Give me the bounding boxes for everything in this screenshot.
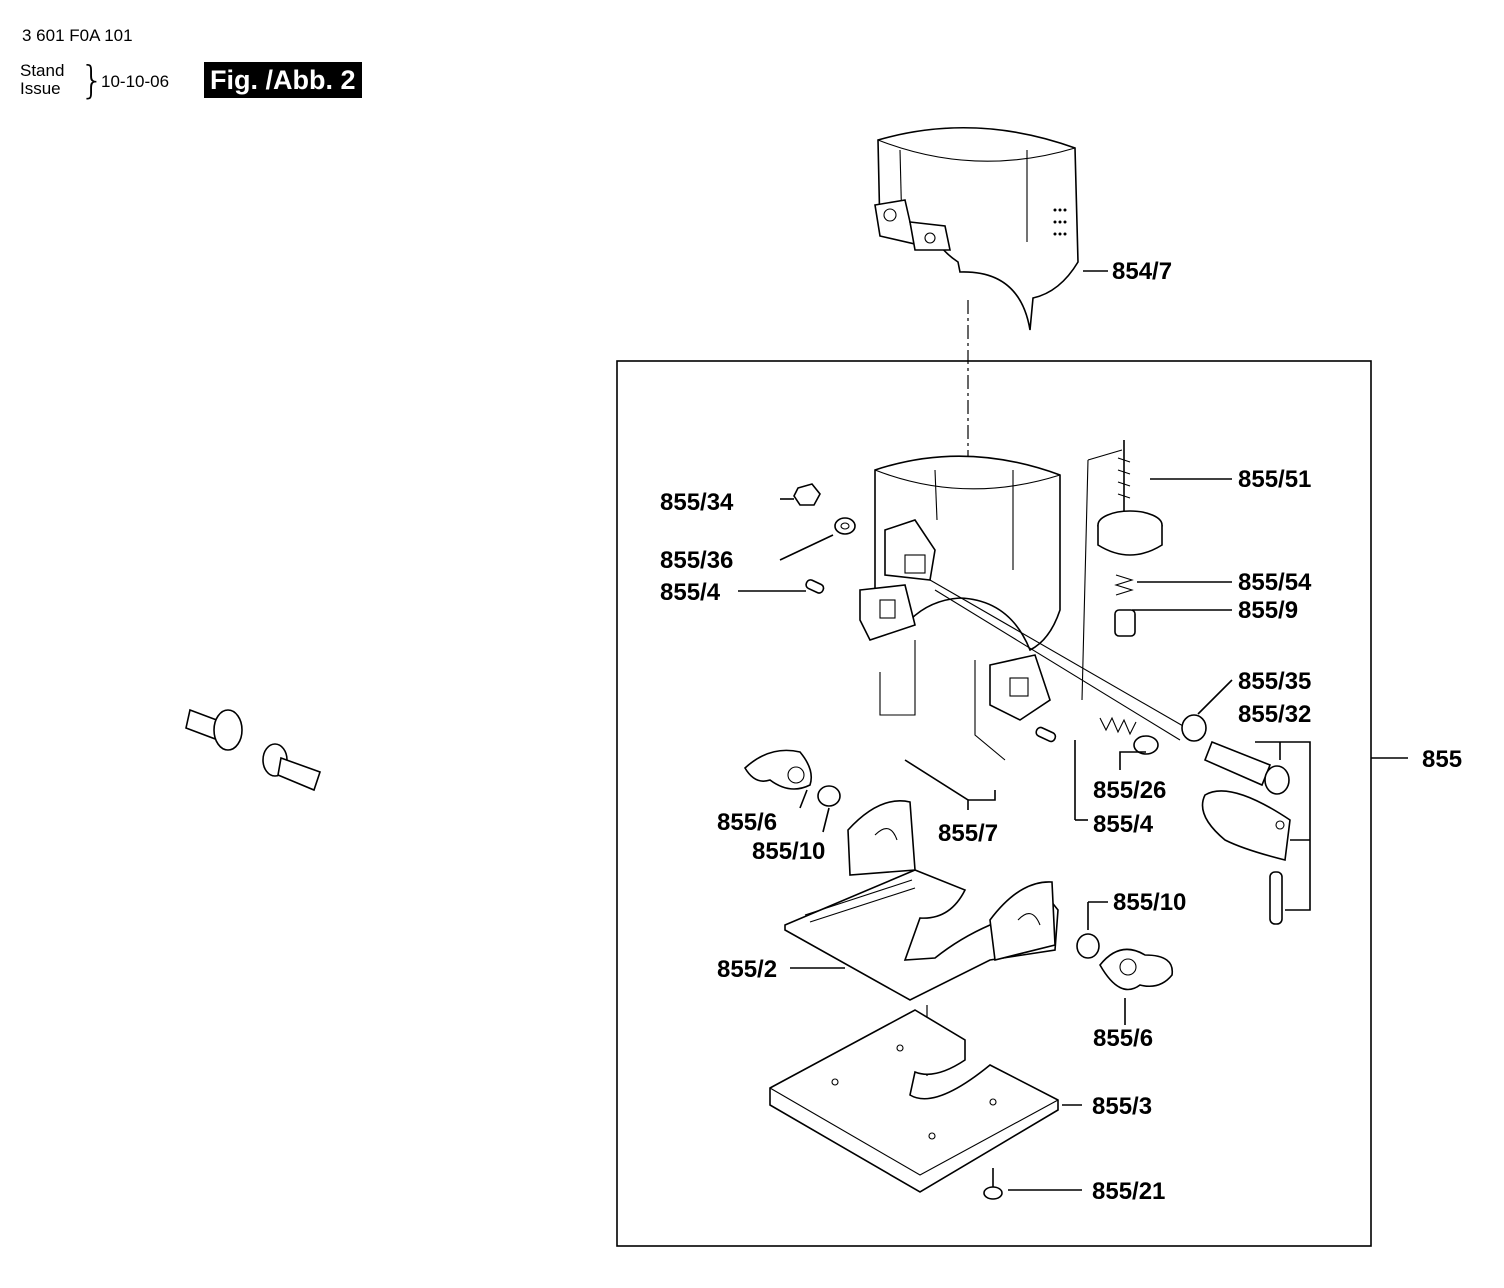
base-housing-part: [859, 455, 1191, 741]
adjust-screw-part: [1081, 440, 1163, 701]
callout-855-32: 855/32: [1238, 701, 1311, 728]
leader-lines: [738, 270, 1408, 1191]
spring-cap-part: [1133, 735, 1159, 755]
set-screw-part: [1114, 609, 1136, 637]
base-screw-part: [983, 1168, 1003, 1200]
callout-855-3: 855/3: [1092, 1093, 1152, 1120]
callout-855-10-right: 855/10: [1113, 889, 1186, 916]
callout-855-4-lower: 855/4: [1093, 811, 1154, 838]
callout-855: 855: [1422, 746, 1462, 773]
nut-part: [793, 483, 821, 506]
pin-part-lower: [1035, 726, 1057, 743]
stud-bolt-part-left: [185, 708, 243, 751]
stud-bolt-part-right: [262, 743, 322, 792]
callout-855-6-right: 855/6: [1093, 1025, 1153, 1052]
figure-label: Fig. /Abb. 2: [204, 62, 362, 98]
callout-855-51: 855/51: [1238, 466, 1311, 493]
assembly-frame: [616, 360, 1372, 1247]
callout-855-34: 855/34: [660, 489, 734, 516]
clamp-lever-part: [1201, 790, 1291, 861]
scale-dots: [1053, 208, 1067, 236]
callout-855-9: 855/9: [1238, 597, 1298, 624]
washer-part-10-right: [1076, 933, 1100, 959]
callout-855-35: 855/35: [1238, 668, 1311, 695]
callout-855-10-left: 855/10: [752, 838, 825, 865]
callout-855-54: 855/54: [1238, 569, 1312, 596]
wing-knob-part-left: [743, 749, 813, 790]
issue-label: Issue: [20, 79, 61, 98]
stand-issue-block: Stand Issue } 10-10-06: [20, 58, 220, 108]
callout-855-21: 855/21: [1092, 1178, 1165, 1205]
washer-part-10-left: [817, 785, 841, 807]
washer-part: [834, 517, 856, 535]
callout-855-36: 855/36: [660, 547, 733, 574]
clamp-bolt-part: [1203, 740, 1290, 795]
callout-855-26: 855/26: [1093, 777, 1166, 804]
spring-part-26: [1099, 716, 1137, 736]
callout-855-7: 855/7: [938, 820, 998, 847]
spring-part: [1114, 574, 1134, 596]
pin-part-upper: [805, 579, 825, 594]
document-number: 3 601 F0A 101: [22, 26, 133, 45]
bracket-plate-part: [784, 800, 1059, 1001]
wing-knob-part-right: [1099, 948, 1174, 991]
lever-pin-part: [1269, 871, 1283, 925]
sleeve-part: [874, 127, 1079, 331]
callout-855-4-upper: 855/4: [660, 579, 721, 606]
callout-855-2: 855/2: [717, 956, 777, 983]
brace-symbol: }: [80, 58, 105, 102]
base-plate-part: [769, 1009, 1059, 1193]
callout-855-6-left: 855/6: [717, 809, 777, 836]
washer-part-35: [1181, 714, 1207, 742]
stand-label: Stand: [20, 61, 65, 80]
callout-854-7: 854/7: [1112, 258, 1172, 285]
issue-date: 10-10-06: [101, 72, 170, 91]
